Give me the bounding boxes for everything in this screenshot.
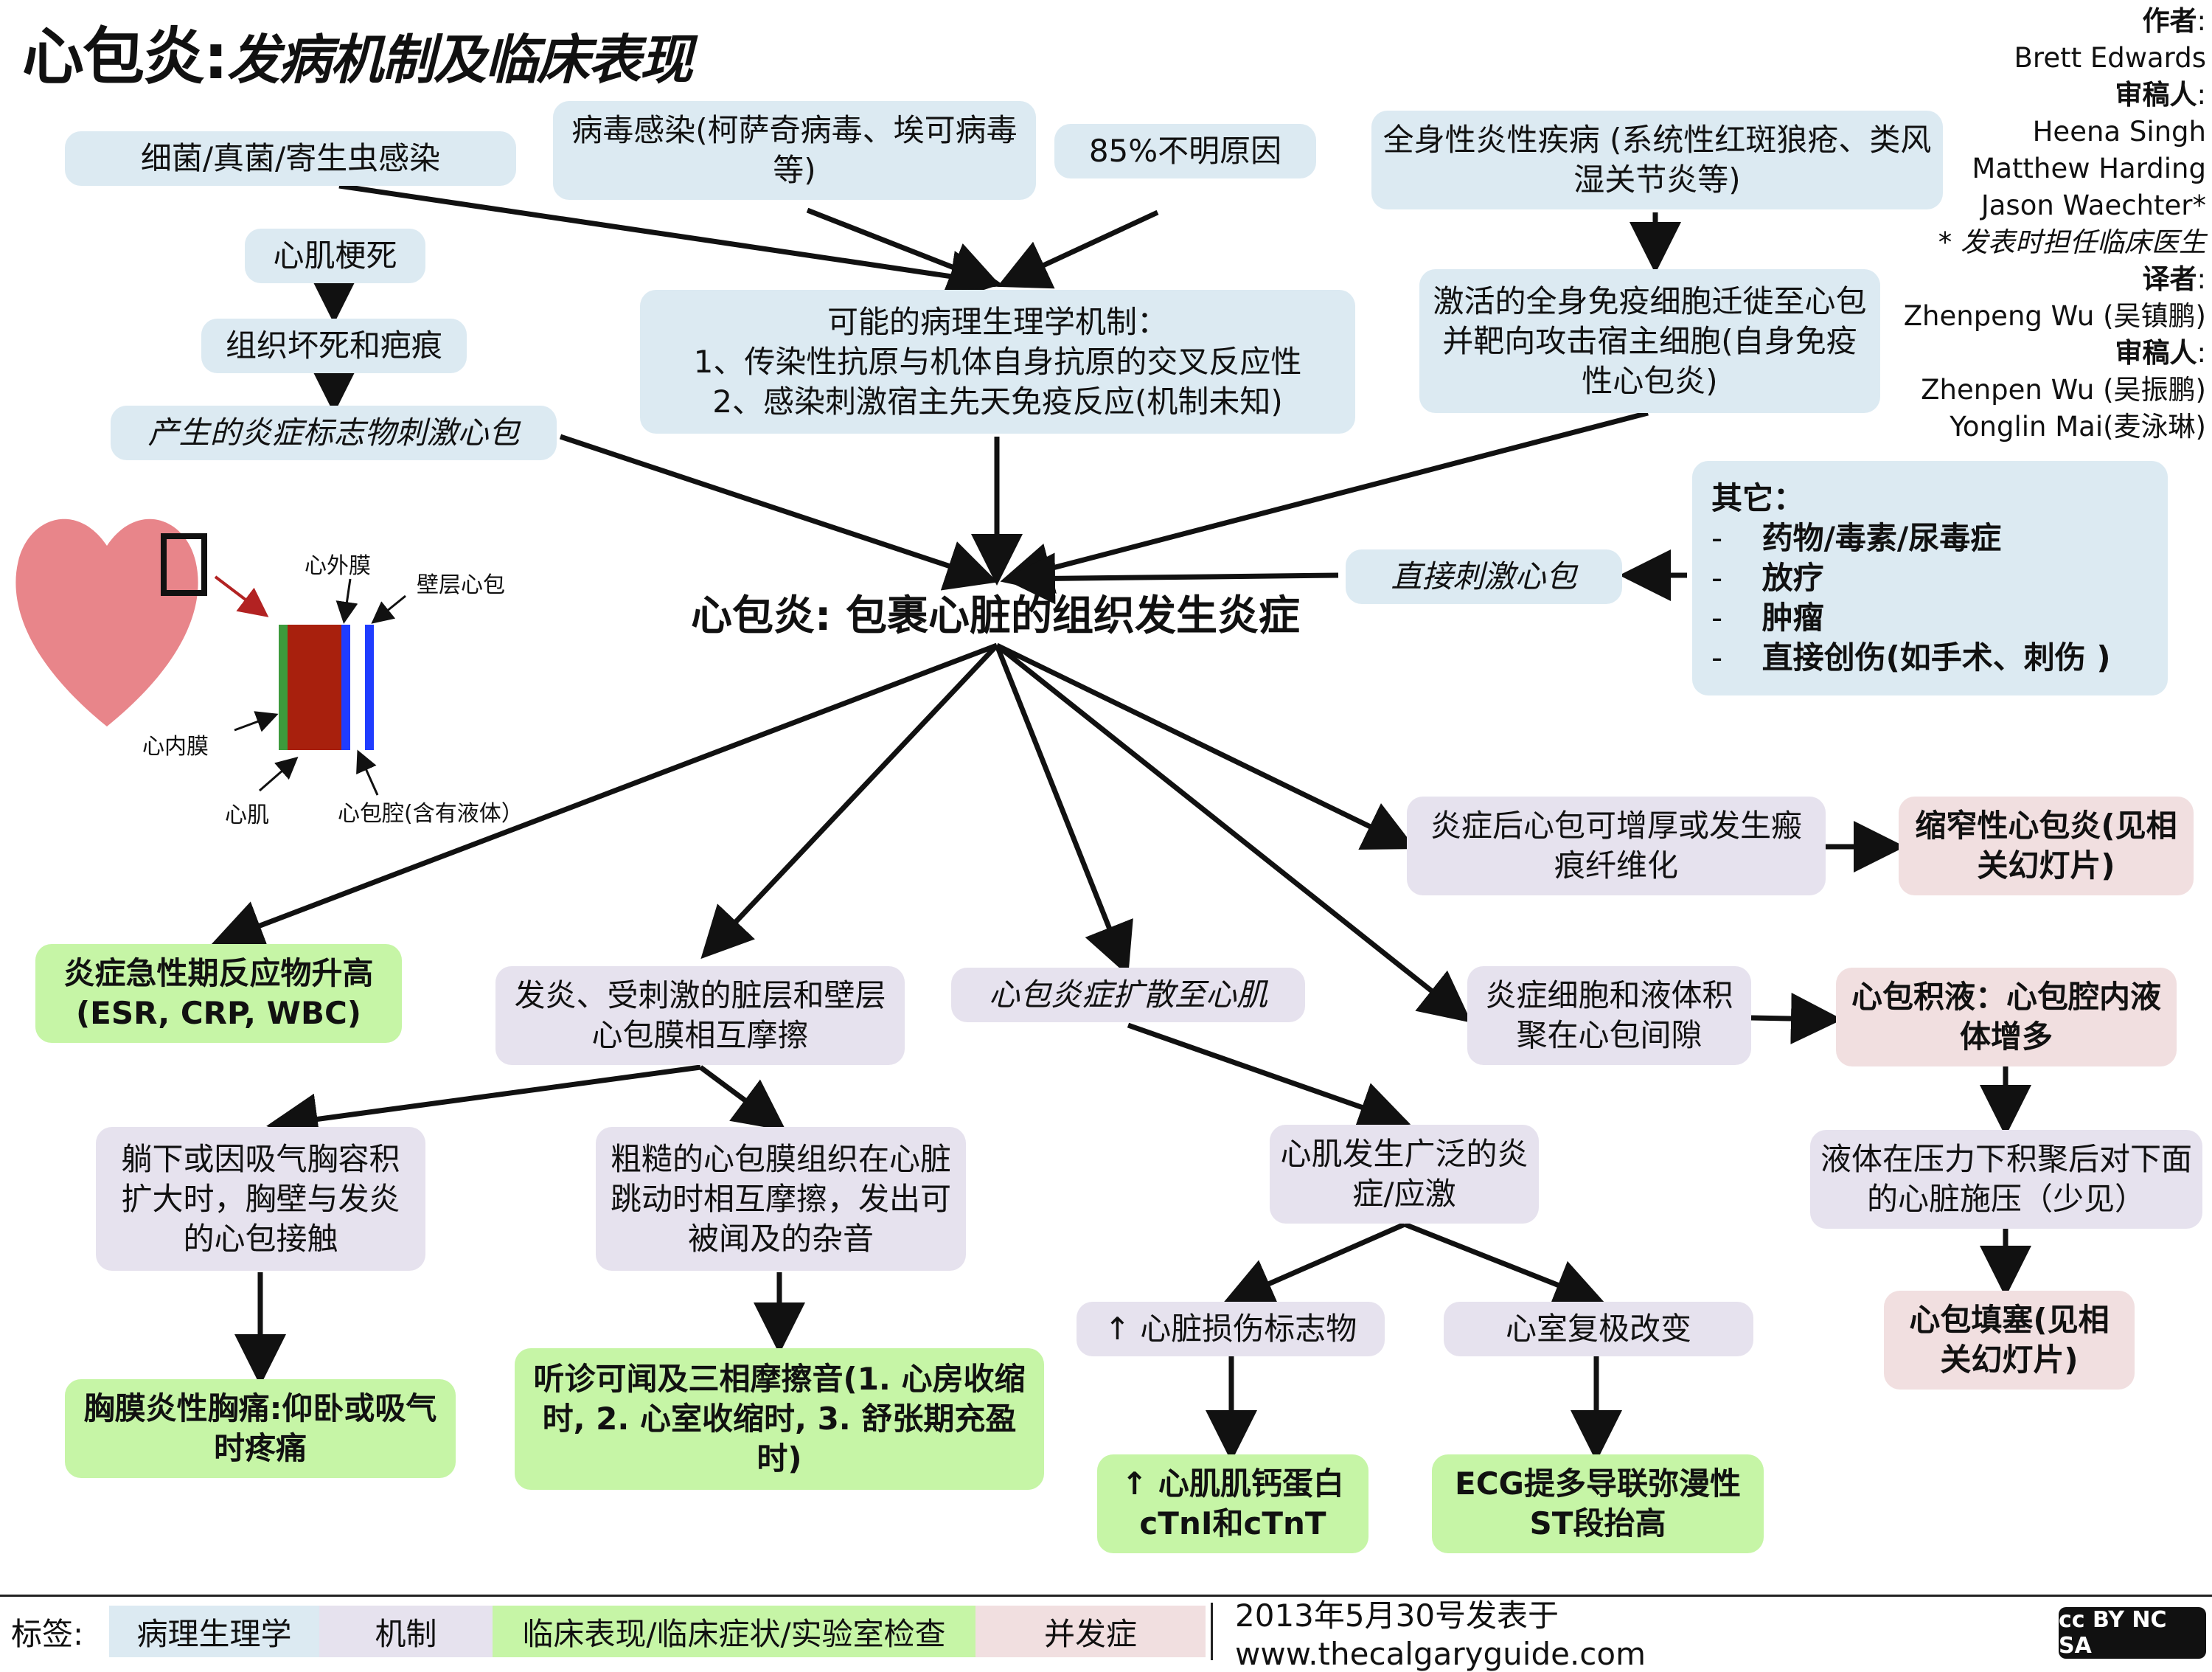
- reviewer-label: 审稿人: [2115, 79, 2197, 111]
- endocardium-layer: [279, 625, 288, 750]
- author-name: Brett Edwards: [2014, 42, 2206, 74]
- label-endocardium: 心内膜: [142, 734, 209, 760]
- node-myocardial-inflammation: 心肌发生广泛的炎症/应激: [1270, 1125, 1539, 1224]
- node-idiopathic: 85%不明原因: [1054, 124, 1316, 178]
- node-direct-stimulation: 直接刺激心包: [1346, 549, 1622, 604]
- arrow-markers-center: [559, 434, 998, 591]
- node-viral-infection: 病毒感染(柯萨奇病毒、埃可病毒等): [553, 101, 1036, 200]
- other-item: 放疗: [1711, 558, 2149, 598]
- reviewer-name: Heena Singh: [2032, 116, 2206, 148]
- other-item: 直接创伤(如手术、刺伤 ): [1711, 638, 2149, 678]
- reviewer-name: Jason Waechter*: [1980, 190, 2206, 221]
- node-acute-phase-reactants: 炎症急性期反应物升高 (ESR, CRP, WBC): [35, 944, 402, 1043]
- cavity-layer: [350, 625, 365, 750]
- published-note: 2013年5月30号发表于www.thecalgaryguide.com: [1235, 1598, 1646, 1672]
- label-parietal: 壁层心包: [417, 572, 505, 598]
- reviewer2-label: 审稿人: [2115, 337, 2197, 369]
- node-cardiac-injury-markers: ↑ 心脏损伤标志物: [1077, 1302, 1385, 1356]
- footer-divider: [1211, 1603, 1213, 1660]
- node-fluid-pressure: 液体在压力下积聚后对下面的心脏施压（少见）: [1810, 1130, 2202, 1229]
- reviewer-name: Matthew Harding: [1972, 153, 2206, 184]
- node-friction-rub: 听诊可闻及三相摩擦音(1. 心房收缩时, 2. 心室收缩时, 3. 舒张期充盈时…: [515, 1348, 1044, 1490]
- tag-pathophysiology: 病理生理学: [109, 1606, 319, 1657]
- node-pericardial-friction: 发炎、受刺激的脏层和壁层心包膜相互摩擦: [495, 966, 905, 1065]
- arrow-center-fluid: [995, 643, 1472, 1023]
- node-rough-tissue-rub: 粗糙的心包膜组织在心脏跳动时相互摩擦，发出可被闻及的杂音: [596, 1127, 966, 1271]
- node-lying-down-contact: 躺下或因吸气胸容积扩大时，胸壁与发炎的心包接触: [96, 1127, 425, 1271]
- node-inflammatory-markers: 产生的炎症标志物刺激心包: [111, 406, 557, 460]
- arrow-direct-center: [1004, 552, 1339, 605]
- translator-label: 译者: [2142, 263, 2197, 295]
- other-item: 肿瘤: [1711, 598, 2149, 638]
- arrow-center-acute: [211, 642, 998, 950]
- tag-clinical: 临床表现/临床症状/实验室检查: [493, 1606, 975, 1657]
- other-item: 药物/毒素/尿毒症: [1711, 518, 2149, 558]
- title-sub: 发病机制及临床表现: [226, 29, 693, 91]
- arrow-idiopathic-mechanism: [997, 209, 1159, 289]
- node-ecg-st-elevation: ECG提多导联弥漫性ST段抬高: [1432, 1454, 1764, 1553]
- node-troponin: ↑ 心肌肌钙蛋白 cTnI和cTnT: [1097, 1454, 1368, 1553]
- clinician-note: * 发表时担任临床医生: [1938, 226, 2206, 258]
- node-pericardial-effusion: 心包积液：心包腔内液体增多: [1836, 968, 2177, 1066]
- arrow-virus-mechanism: [806, 207, 1002, 292]
- node-necrosis-scar: 组织坏死和疤痕: [201, 319, 467, 373]
- cc-license-icon[interactable]: cc BY NC SA: [2059, 1607, 2206, 1659]
- translator-name: Zhenpeng Wu (吴镇鹏): [1903, 300, 2206, 332]
- node-other-causes: 其它： 药物/毒素/尿毒症 放疗 肿瘤 直接创伤(如手术、刺伤 ): [1692, 461, 2168, 695]
- arrow-friction-rough: [698, 1065, 787, 1131]
- reviewer2-name: Yonglin Mai(麦泳琳): [1950, 411, 2206, 443]
- label-epicardium: 心外膜: [305, 553, 371, 579]
- node-pathophysiology-mechanism: 可能的病理生理学机制： 1、传染性抗原与机体自身抗原的交叉反应性 2、感染刺激宿…: [640, 290, 1355, 434]
- node-myocardial-infarction: 心肌梗死: [245, 229, 425, 283]
- label-cavity: 心包腔(含有液体）: [338, 801, 524, 827]
- node-pericarditis-center: 心包炎: 包裹心脏的组织发生炎症: [691, 592, 1300, 640]
- footer: 标签: 病理生理学 机制 临床表现/临床症状/实验室检查 并发症 2013年5月…: [0, 1595, 2212, 1672]
- node-systemic-inflammatory: 全身性炎性疾病 (系统性红斑狼疮、类风湿关节炎等): [1371, 111, 1943, 209]
- myocardium-layer: [288, 625, 341, 750]
- arrow-myo-repol: [1403, 1221, 1607, 1309]
- arrow-center-friction: [700, 643, 999, 960]
- arrow-bacteria-mechanism: [338, 183, 1002, 302]
- heart-shape: [15, 518, 198, 726]
- node-constrictive-pericarditis: 缩窄性心包炎(见相关幻灯片): [1899, 797, 2194, 895]
- heart-zoom-box: [161, 533, 207, 596]
- tag-complication: 并发症: [975, 1606, 1206, 1657]
- node-pleuritic-chest-pain: 胸膜炎性胸痛:仰卧或吸气时疼痛: [65, 1379, 456, 1478]
- arrow-fluid-effusion: [1750, 992, 1843, 1044]
- arrow-center-thickening: [995, 642, 1416, 850]
- reviewer2-name: Zhenpen Wu (吴振鹏): [1921, 374, 2206, 406]
- author-label: 作者: [2142, 5, 2197, 37]
- tags-label: 标签:: [11, 1615, 84, 1652]
- node-thickening-fibrosis: 炎症后心包可增厚或发生瘢痕纤维化: [1407, 797, 1826, 895]
- arrow-myo-markers: [1222, 1221, 1406, 1308]
- parietal-layer: [365, 625, 374, 750]
- page-title: 心包炎:发病机制及临床表现: [22, 7, 693, 97]
- arrow-friction-lying: [266, 1064, 701, 1145]
- heart-illustration: [15, 518, 406, 796]
- tag-mechanism: 机制: [319, 1606, 493, 1657]
- credits: 作者: Brett Edwards 审稿人: Heena Singh Matth…: [1793, 3, 2206, 445]
- node-repolarization-change: 心室复极改变: [1444, 1302, 1753, 1356]
- label-myocardium: 心肌: [225, 802, 269, 828]
- arrow-center-spread: [994, 644, 1133, 977]
- epicardium-layer: [341, 625, 350, 750]
- zoom-arrow: [214, 575, 269, 617]
- node-spread-myocardium: 心包炎症扩散至心肌: [951, 968, 1305, 1022]
- node-immune-cells: 激活的全身免疫细胞迁徙至心包并靶向攻击宿主细胞(自身免疫性心包炎): [1419, 269, 1880, 413]
- arrow-immune-center: [1000, 410, 1649, 594]
- node-fluid-accumulation: 炎症细胞和液体积聚在心包间隙: [1467, 966, 1751, 1065]
- node-bacterial-infection: 细菌/真菌/寄生虫感染: [65, 131, 516, 186]
- arrow-spread-myo: [1127, 1022, 1411, 1132]
- title-main: 心包炎:: [22, 21, 229, 93]
- node-cardiac-tamponade: 心包填塞(见相关幻灯片): [1884, 1291, 2135, 1390]
